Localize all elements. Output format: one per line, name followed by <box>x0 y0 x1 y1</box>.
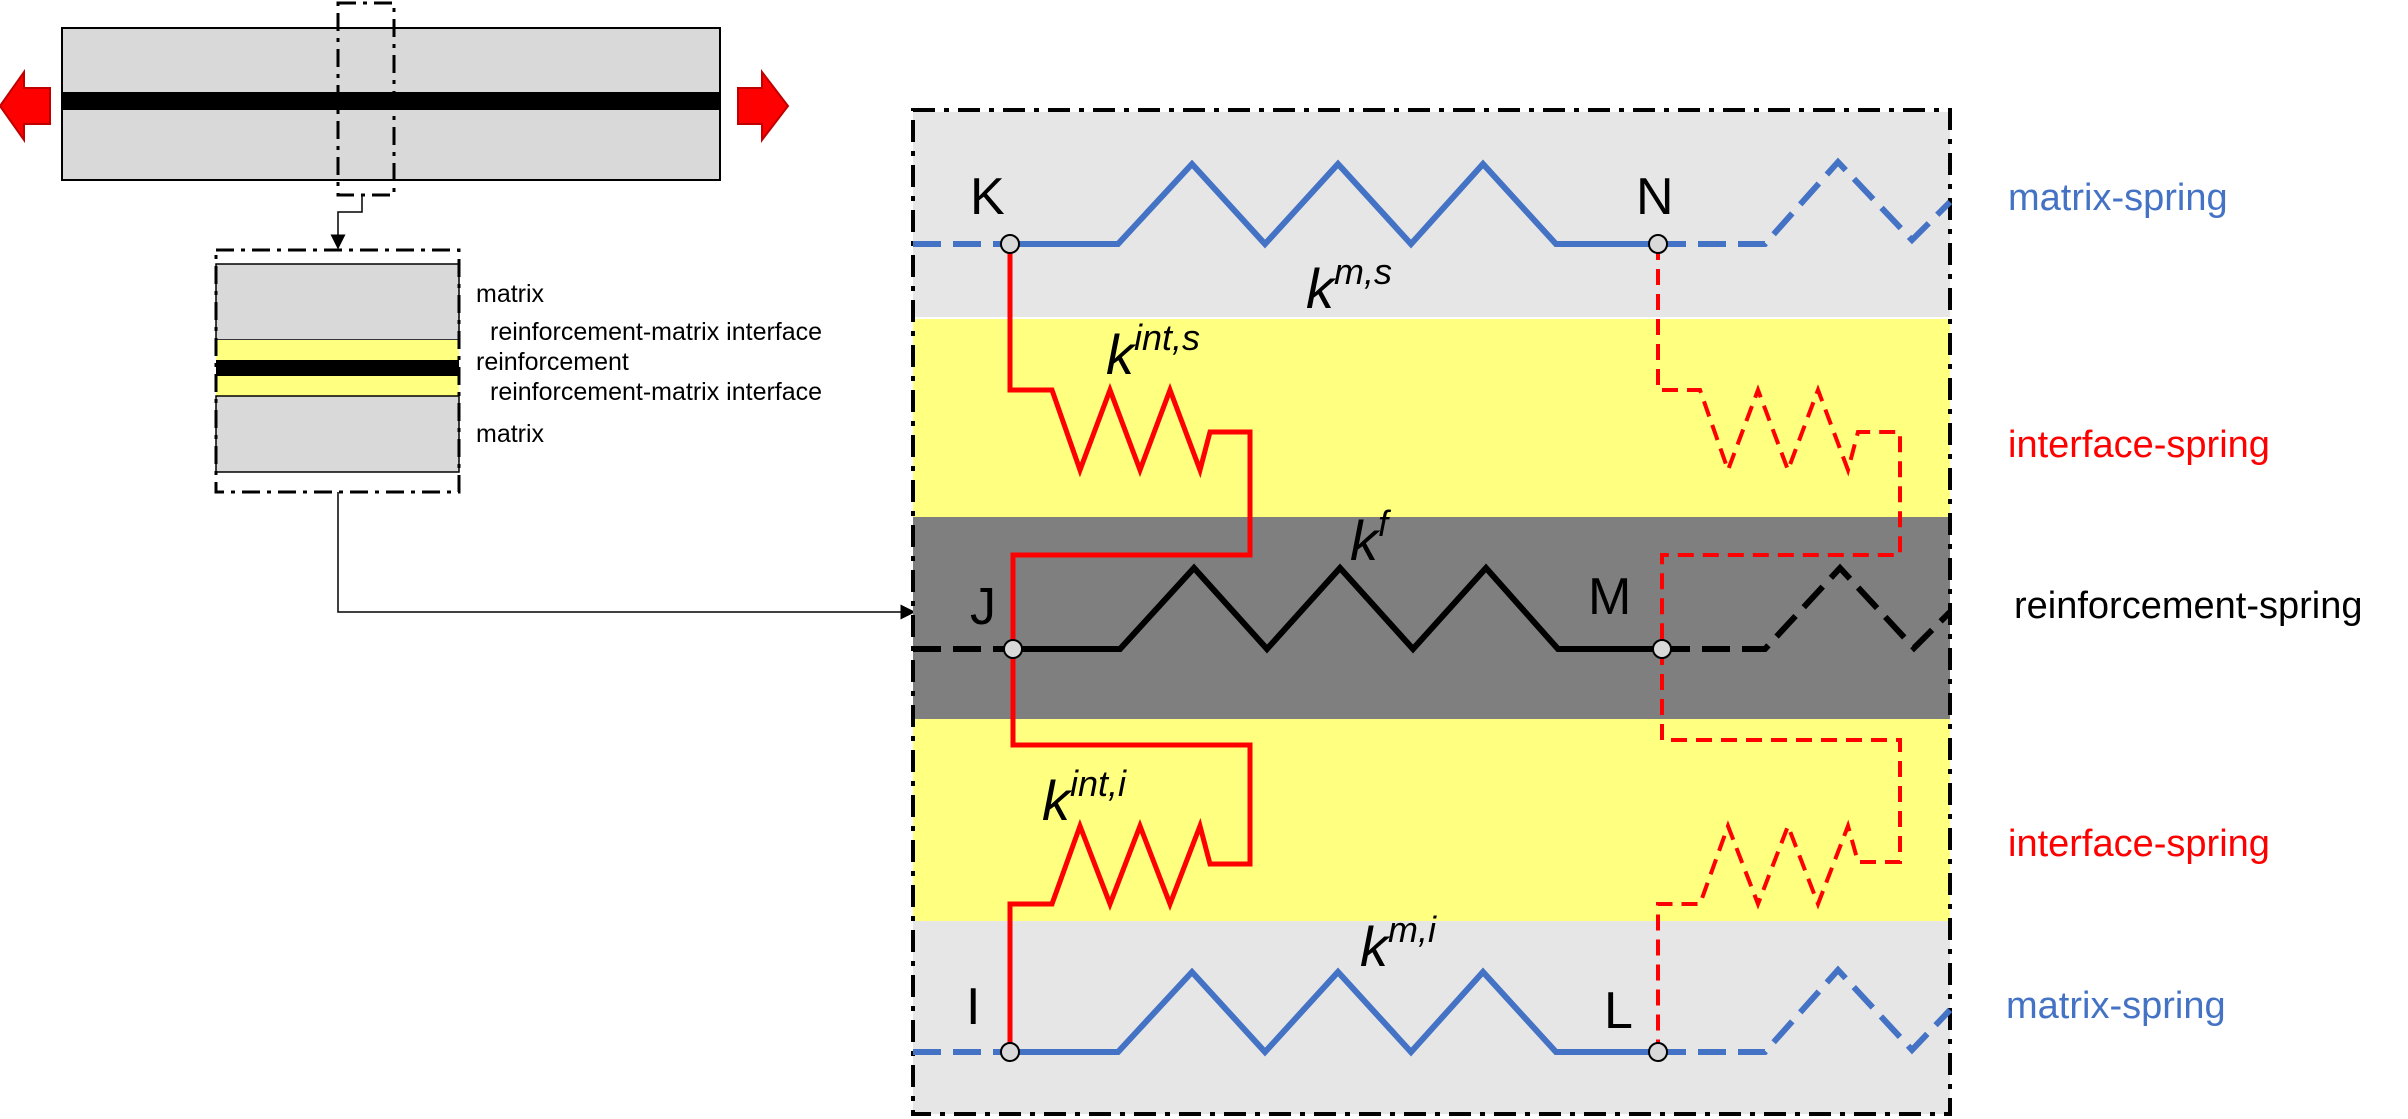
zoom-connector-main <box>337 492 916 620</box>
node-label-L: L <box>1604 982 1633 1040</box>
interface-layer-top <box>913 319 1950 517</box>
specimen-overview <box>0 1 790 250</box>
interface-spring-bottom-left <box>1007 649 1253 1052</box>
detail-reinforcement <box>216 360 459 376</box>
spring-model: K N J M I L km,s kint,s kf kint,i km,i <box>911 108 1953 1116</box>
detail-matrix-top <box>215 263 460 341</box>
legend-matrix-spring-bottom: matrix-spring <box>2006 985 2226 1027</box>
detail-matrix-bottom <box>215 395 460 473</box>
specimen-reinforcement-bar <box>62 92 720 110</box>
detail-frame <box>214 248 461 494</box>
matrix-spring-top-dash-right <box>1658 157 1953 247</box>
node-label-I: I <box>966 978 980 1036</box>
stiffness-label-interface-bottom: kint,i <box>1042 763 1127 832</box>
matrix-spring-top <box>1010 159 1658 249</box>
detail-label-interface-top: reinforcement-matrix interface <box>490 318 822 346</box>
legend-reinforcement-spring: reinforcement-spring <box>2014 585 2362 627</box>
node-L <box>1648 1042 1668 1062</box>
detail-label-reinforcement: reinforcement <box>476 348 629 376</box>
reinforcement-spring <box>1013 563 1662 654</box>
left-tension-arrow-icon <box>0 68 51 144</box>
stiffness-label-matrix-bottom: km,i <box>1360 909 1437 978</box>
detail-label-interface-bottom: reinforcement-matrix interface <box>490 378 822 406</box>
detail-label-matrix-top: matrix <box>476 280 545 308</box>
matrix-spring-bottom-dash-right <box>1658 965 1953 1055</box>
detail-label-matrix-bottom: matrix <box>476 420 545 448</box>
detail-interface-top <box>216 340 459 360</box>
node-M <box>1652 639 1672 659</box>
specimen-section-window <box>336 1 396 197</box>
node-label-M: M <box>1588 568 1631 626</box>
reinforcement-layer <box>913 517 1950 719</box>
matrix-layer-top <box>913 112 1950 317</box>
right-tension-arrow-icon <box>737 69 790 143</box>
layer-detail: matrix reinforcement-matrix interface re… <box>214 248 916 620</box>
stiffness-label-interface-top: kint,s <box>1106 317 1200 386</box>
node-I <box>1000 1042 1020 1062</box>
interface-spring-top-left <box>1007 244 1253 649</box>
legend-interface-spring-bottom: interface-spring <box>2008 823 2270 865</box>
node-label-N: N <box>1636 168 1674 226</box>
reinforcement-spring-dash-right <box>1662 563 1953 653</box>
legend-matrix-spring-top: matrix-spring <box>2008 177 2228 219</box>
node-label-J: J <box>970 578 996 636</box>
spring-legend: matrix-spring interface-spring reinforce… <box>2006 177 2362 1027</box>
node-N <box>1648 234 1668 254</box>
interface-spring-top-right <box>1656 244 1902 649</box>
zoom-connector-top <box>330 195 363 250</box>
detail-interface-bottom <box>216 376 459 396</box>
node-J <box>1003 639 1023 659</box>
stiffness-label-matrix-top: km,s <box>1306 251 1392 320</box>
interface-spring-bottom-right <box>1656 649 1902 1052</box>
matrix-layer-bottom <box>913 921 1950 1114</box>
node-label-K: K <box>970 168 1005 226</box>
interface-layer-bottom <box>913 719 1950 921</box>
stiffness-label-reinforcement: kf <box>1350 503 1392 572</box>
matrix-spring-bottom <box>1010 967 1658 1057</box>
node-K <box>1000 234 1020 254</box>
legend-interface-spring-top: interface-spring <box>2008 424 2270 466</box>
